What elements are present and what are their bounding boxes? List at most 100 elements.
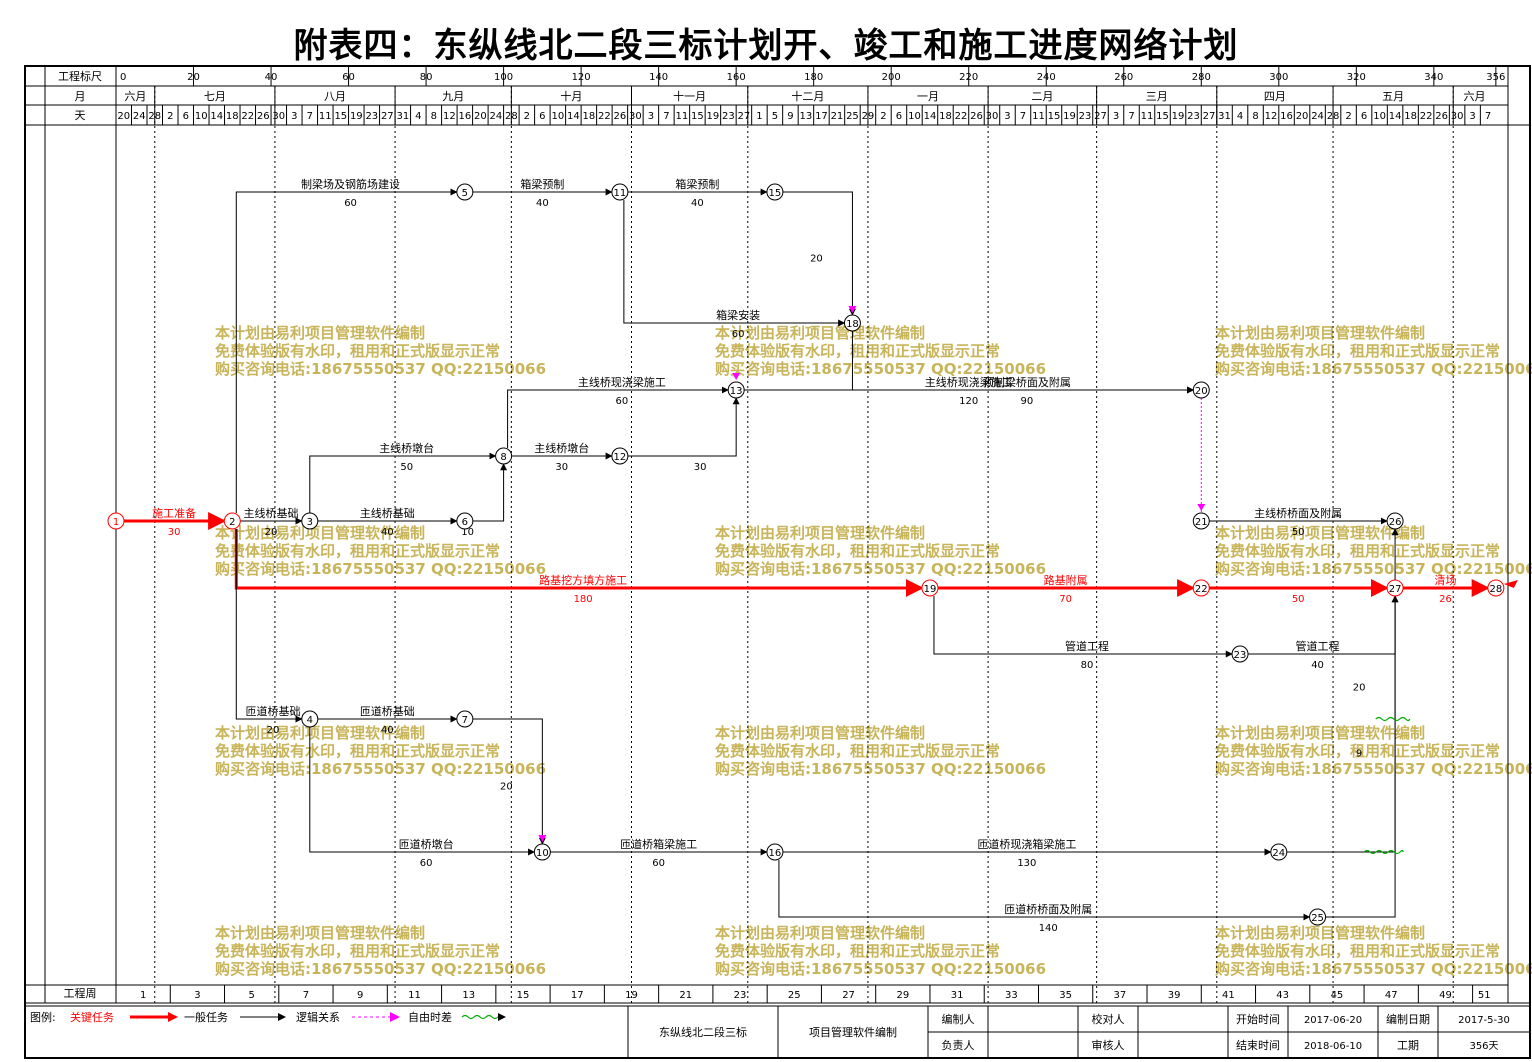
day-cell: 12	[1265, 111, 1278, 122]
day-cell: 2	[167, 111, 173, 122]
legend-float-arrow	[498, 1013, 506, 1021]
watermark-text: 免费体验版有水印，租用和正式版显示正常	[715, 942, 1000, 960]
day-cell: 11	[1032, 111, 1045, 122]
day-cell: 19	[1063, 111, 1076, 122]
day-cell: 1	[756, 111, 762, 122]
week-cell: 21	[679, 990, 692, 1001]
task-duration-label: 20	[265, 527, 278, 538]
day-cell: 3	[1113, 111, 1119, 122]
watermark-text: 本计划由易利项目管理软件编制	[715, 524, 925, 542]
network-node	[1231, 645, 1249, 663]
scale-label: 工程标尺	[58, 69, 102, 83]
day-cell: 27	[738, 111, 751, 122]
task-name-label: 路基附属	[1044, 573, 1088, 587]
month-cell: 九月	[442, 90, 464, 103]
day-cell: 20	[474, 111, 487, 122]
week-cell: 45	[1331, 990, 1344, 1001]
task-arrow	[309, 452, 497, 513]
task-name-label: 主线桥桥面及附属	[1254, 506, 1342, 520]
network-node	[611, 183, 629, 201]
week-cell: 11	[408, 990, 421, 1001]
software-label: 项目管理软件编制	[809, 1025, 897, 1039]
task-arrow	[1325, 595, 1399, 918]
task-duration-label: 40	[691, 198, 704, 209]
day-cell: 8	[431, 111, 437, 122]
task-duration-label: 20	[267, 725, 280, 736]
node-number: 24	[1272, 848, 1285, 859]
day-cell: 15	[691, 111, 704, 122]
network-node	[1192, 512, 1210, 530]
node-number: 5	[462, 188, 468, 199]
task-duration-label: 20	[500, 782, 513, 793]
week-cell: 23	[734, 990, 747, 1001]
node-number: 20	[1195, 386, 1208, 397]
task-duration-label: 9	[1356, 749, 1362, 760]
day-cell: 26	[1435, 111, 1448, 122]
day-cell: 22	[1420, 111, 1433, 122]
day-cell: 30	[629, 111, 642, 122]
day-cell: 27	[381, 111, 394, 122]
day-cell: 29	[862, 111, 875, 122]
task-duration-label: 130	[1017, 858, 1036, 869]
month-cell: 二月	[1031, 90, 1053, 103]
node-number: 13	[730, 386, 743, 397]
watermark-text: 购买咨询电话:18675550537 QQ:22150066	[1215, 760, 1532, 778]
day-cell: 17	[815, 111, 828, 122]
week-cell: 7	[303, 990, 309, 1001]
task-name-label: 管道工程	[1065, 639, 1109, 653]
task-duration-label: 60	[652, 858, 665, 869]
watermark-text: 免费体验版有水印，租用和正式版显示正常	[715, 342, 1000, 360]
float-arrow-marker	[1197, 504, 1206, 511]
task-duration-label: 180	[574, 594, 593, 605]
node-number: 21	[1195, 517, 1208, 528]
legend-float-wave	[461, 1014, 503, 1020]
day-cell: 12	[443, 111, 456, 122]
task-arrow	[782, 191, 856, 316]
day-cell: 18	[1404, 111, 1417, 122]
day-cell: 23	[365, 111, 378, 122]
day-cell: 28	[148, 111, 161, 122]
day-cell: 20	[1296, 111, 1309, 122]
watermark-text: 本计划由易利项目管理软件编制	[215, 924, 425, 942]
network-node	[1386, 512, 1404, 530]
watermark-text: 本计划由易利项目管理软件编制	[1215, 524, 1425, 542]
task-name-label: 主线桥墩台	[379, 441, 434, 455]
task-duration-label: 80	[1081, 660, 1094, 671]
task-duration-label: 60	[420, 858, 433, 869]
network-node	[456, 183, 474, 201]
watermark-text: 免费体验版有水印，租用和正式版显示正常	[1215, 742, 1500, 760]
node-number: 2	[229, 517, 235, 528]
end-value: 2018-06-10	[1304, 1041, 1362, 1052]
day-cell: 2	[524, 111, 530, 122]
network-node	[1270, 843, 1288, 861]
day-cell: 2	[1345, 111, 1351, 122]
day-cell: 19	[707, 111, 720, 122]
day-cell: 9	[787, 111, 793, 122]
day-cell: 14	[924, 111, 937, 122]
task-name-label: 主线桥墩台	[534, 441, 589, 455]
day-cell: 8	[1252, 111, 1258, 122]
task-name-label: 主线桥现浇梁施工	[578, 375, 666, 389]
legend-normal-arrow	[278, 1013, 286, 1021]
node-number: 26	[1389, 517, 1402, 528]
day-cell: 27	[1203, 111, 1216, 122]
day-cell: 23	[1187, 111, 1200, 122]
day-cell: 30	[986, 111, 999, 122]
day-cell: 23	[722, 111, 735, 122]
network-node	[1309, 908, 1327, 926]
week-label: 工程周	[64, 987, 97, 1000]
task-duration-label: 60	[732, 329, 745, 340]
day-cell: 20	[117, 111, 130, 122]
network-node	[107, 512, 125, 530]
week-cell: 31	[951, 990, 964, 1001]
watermark-text: 本计划由易利项目管理软件编制	[215, 524, 425, 542]
watermark-text: 免费体验版有水印，租用和正式版显示正常	[215, 542, 500, 560]
day-cell: 5	[772, 111, 778, 122]
task-arrow	[235, 529, 303, 723]
task-arrow	[235, 188, 458, 513]
node-number: 22	[1195, 584, 1208, 595]
node-number: 6	[462, 517, 468, 528]
day-cell: 14	[567, 111, 580, 122]
task-arrow	[472, 463, 508, 522]
